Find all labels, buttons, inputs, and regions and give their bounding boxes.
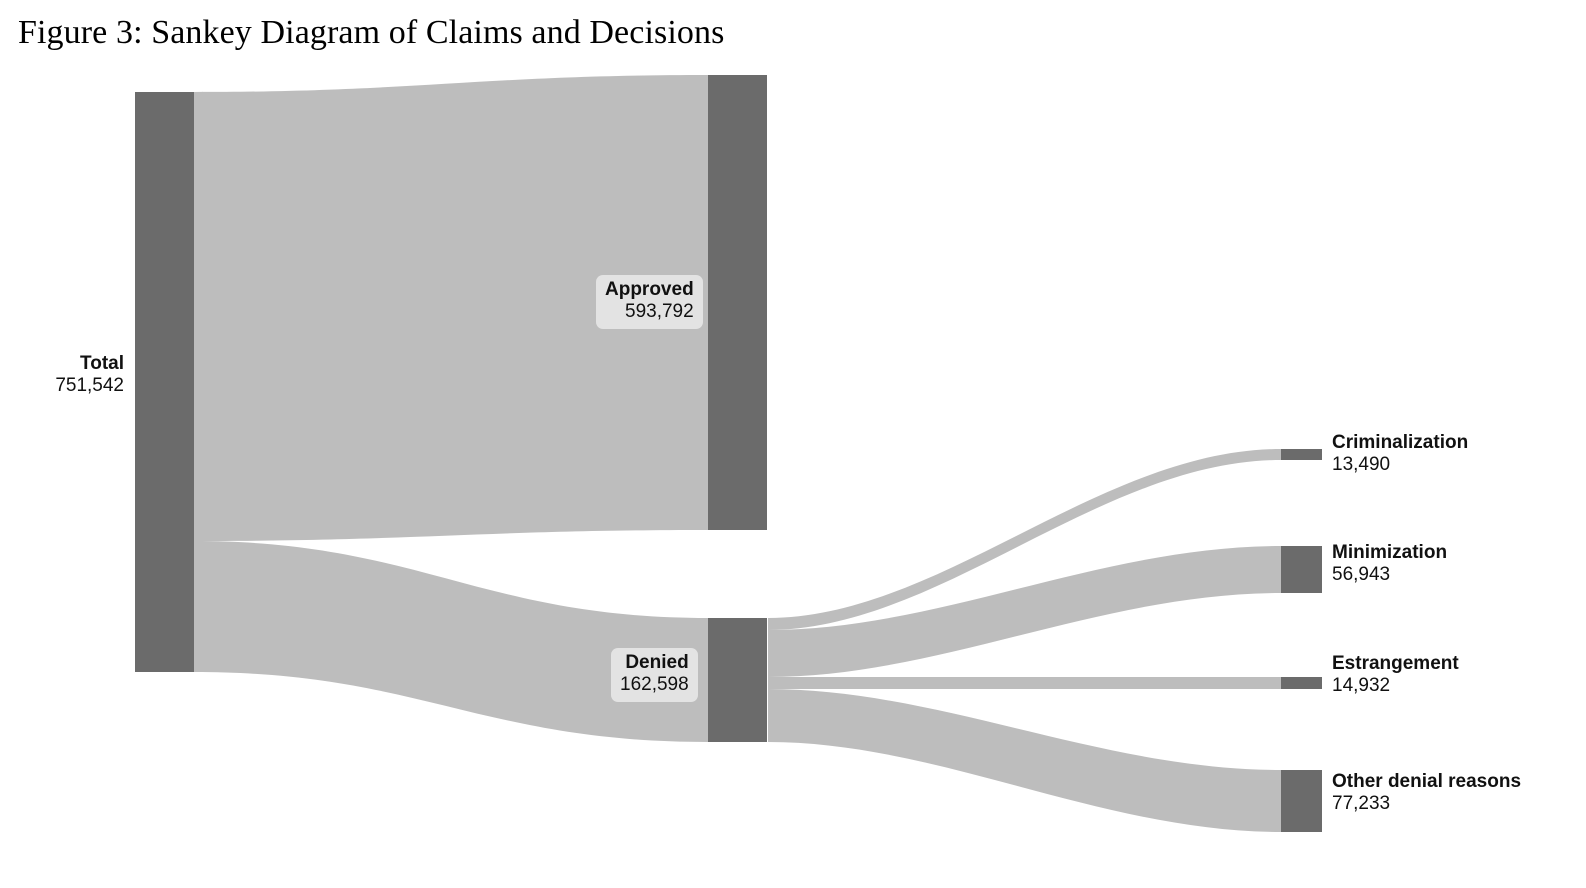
sankey-links	[194, 75, 1281, 832]
link-denied-other	[768, 689, 1281, 832]
figure-title: Figure 3: Sankey Diagram of Claims and D…	[18, 14, 725, 51]
node-bar-criminalization[interactable]	[1281, 449, 1322, 460]
link-denied-criminalization	[768, 449, 1281, 630]
node-bar-minimization[interactable]	[1281, 546, 1322, 593]
node-bar-other[interactable]	[1281, 770, 1322, 832]
sankey-nodes	[135, 75, 1322, 832]
node-bar-total[interactable]	[135, 92, 194, 672]
link-total-denied	[194, 541, 708, 742]
node-bar-denied[interactable]	[708, 618, 767, 742]
node-bar-approved[interactable]	[708, 75, 767, 530]
node-bar-estrangement[interactable]	[1281, 677, 1322, 689]
link-total-approved	[194, 75, 708, 541]
link-denied-estrangement	[768, 677, 1281, 689]
link-denied-minimization	[768, 546, 1281, 677]
